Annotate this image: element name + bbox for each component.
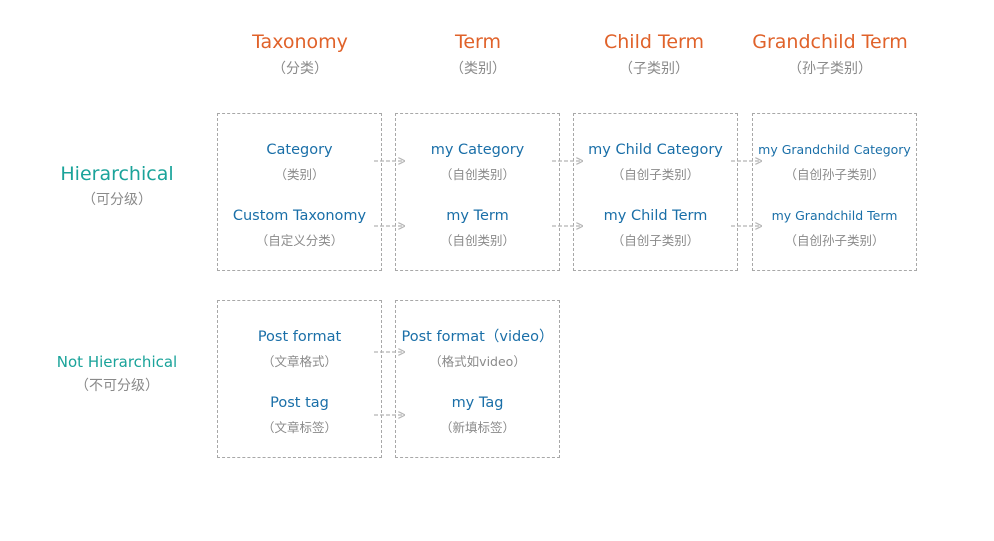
row-title: Hierarchical [60,163,174,185]
box-flat-taxonomy: Post format （文章格式） Post tag （文章标签） [217,300,382,458]
column-subtitle: （子类别） [619,61,689,77]
entry-title: my Grandchild Category [758,142,911,157]
entry-my-category: my Category （自创类别） [396,140,559,184]
entry-category: Category （类别） [218,140,381,184]
entry-subtitle: （自创子类别） [611,167,700,182]
box-hierarchical-grandchild-term: my Grandchild Category （自创孙子类别） my Grand… [752,113,917,271]
entry-subtitle: （自创类别） [439,167,515,182]
entry-subtitle: （类别） [274,167,325,182]
entry-subtitle: （格式如video） [429,354,526,369]
entry-post-format: Post format （文章格式） [218,327,381,371]
entry-subtitle: （自创孙子类别） [784,233,885,248]
entry-my-child-category: my Child Category （自创子类别） [574,140,737,184]
row-label-hierarchical: Hierarchical （可分级） [37,162,197,210]
column-subtitle: （孙子类别） [788,61,872,77]
entry-title: my Category [430,142,525,158]
column-title: Grandchild Term [752,31,908,53]
entry-title: Custom Taxonomy [232,208,367,224]
entry-subtitle: （文章格式） [261,354,337,369]
entry-title: my Term [446,208,509,224]
entry-subtitle: （自创子类别） [611,233,700,248]
entry-subtitle: （自创类别） [439,233,515,248]
entry-subtitle: （自创孙子类别） [784,167,885,182]
entry-subtitle: （文章标签） [261,420,337,435]
entry-title: Post format（video） [401,329,554,345]
entry-my-term: my Term （自创类别） [396,206,559,250]
entry-title: my Child Category [588,142,723,158]
entry-title: Category [266,142,333,158]
box-hierarchical-child-term: my Child Category （自创子类别） my Child Term … [573,113,738,271]
column-title: Child Term [603,31,705,53]
entry-my-tag: my Tag （新填标签） [396,393,559,437]
entry-title: my Child Term [603,208,708,224]
column-header-child-term: Child Term （子类别） [565,30,743,79]
box-flat-term: Post format（video） （格式如video） my Tag （新填… [395,300,560,458]
column-header-term: Term （类别） [389,30,567,79]
box-hierarchical-term: my Category （自创类别） my Term （自创类别） [395,113,560,271]
entry-title: Post format [257,329,342,345]
box-hierarchical-taxonomy: Category （类别） Custom Taxonomy （自定义分类） [217,113,382,271]
entry-subtitle: （新填标签） [439,420,515,435]
entry-custom-taxonomy: Custom Taxonomy （自定义分类） [218,206,381,250]
column-subtitle: （类别） [450,61,506,77]
entry-title: my Grandchild Term [771,208,898,223]
column-subtitle: （分类） [272,61,328,77]
entry-my-grandchild-category: my Grandchild Category （自创孙子类别） [753,140,916,184]
entry-title: my Tag [451,395,504,411]
entry-subtitle: （自定义分类） [255,233,344,248]
column-title: Taxonomy [252,31,348,53]
column-header-taxonomy: Taxonomy （分类） [211,30,389,79]
row-subtitle: （可分级） [82,192,152,208]
row-title: Not Hierarchical [56,353,178,371]
entry-title: Post tag [270,395,329,411]
entry-my-grandchild-term: my Grandchild Term （自创孙子类别） [753,206,916,250]
row-subtitle: （不可分级） [75,378,159,394]
column-header-grandchild-term: Grandchild Term （孙子类别） [741,30,919,79]
entry-post-format-video: Post format（video） （格式如video） [396,327,559,371]
entry-post-tag: Post tag （文章标签） [218,393,381,437]
entry-my-child-term: my Child Term （自创子类别） [574,206,737,250]
row-label-not-hierarchical: Not Hierarchical （不可分级） [37,352,197,396]
column-title: Term [454,31,502,53]
